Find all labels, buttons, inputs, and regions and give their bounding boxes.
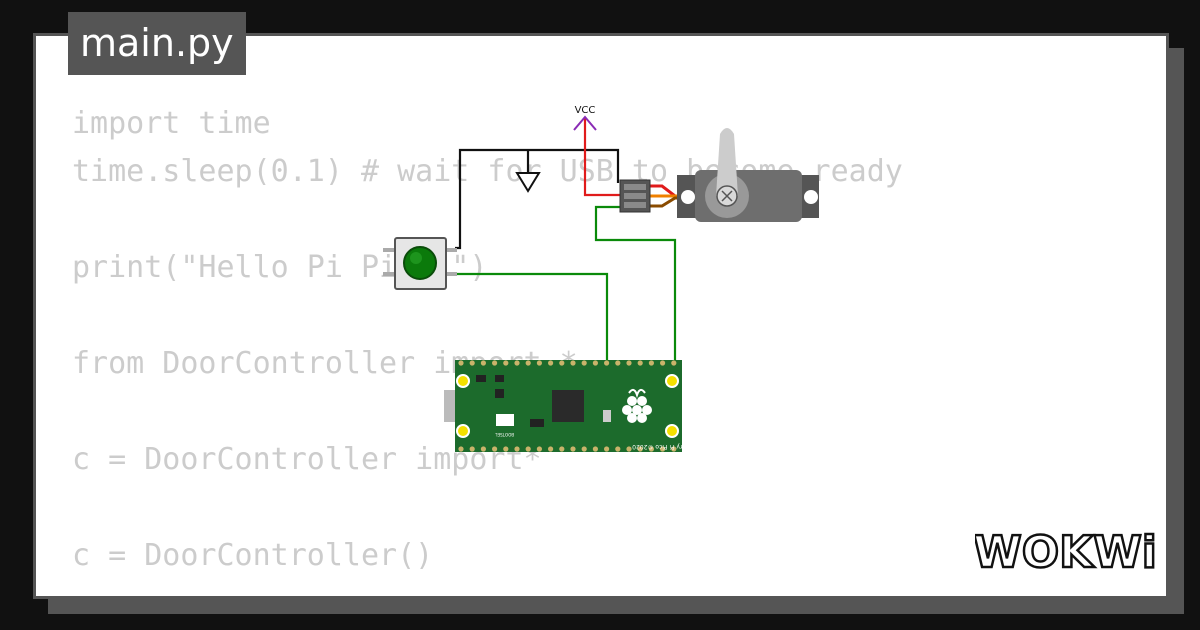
pico-pin[interactable] [458,360,464,366]
code-background: import time time.sleep(0.1) # wait for U… [72,36,1166,596]
pico-pin[interactable] [671,446,677,452]
pico-pin[interactable] [604,446,610,452]
pico-pin[interactable] [536,360,543,366]
code-line: import time [72,106,271,141]
bootsel-label: BOOTSEL [495,432,514,437]
pico-pin[interactable] [626,360,632,366]
button-cap[interactable] [403,246,437,280]
pico-pin[interactable] [660,446,666,452]
pico-board-label: Raspberry Pi Pico ©2020 [632,443,707,450]
vcc-label: VCC [575,105,596,116]
preview-card: import time time.sleep(0.1) # wait for U… [33,33,1169,599]
pico-pin[interactable] [626,446,632,452]
pico-pin[interactable] [503,360,509,366]
servo-signal-wire[interactable] [594,205,677,362]
pico-pin[interactable] [648,446,655,452]
code-line: c = DoorController() [72,538,434,573]
pico-pin[interactable] [660,360,666,366]
servo-connector [619,179,651,213]
filename-tab[interactable]: main.py [68,12,246,75]
pico-pin[interactable] [570,446,576,452]
pico-pin[interactable] [514,360,520,366]
pico-pin[interactable] [592,360,599,366]
pico-pin[interactable] [492,360,498,366]
pico-pin[interactable] [480,446,486,452]
ground-wire[interactable] [455,148,620,250]
ground-symbol[interactable] [515,172,541,193]
vcc-symbol[interactable]: VCC [573,105,597,131]
wokwi-logo-text: WOKWi [975,527,1155,578]
pico-pin[interactable] [492,446,498,452]
pico-pin[interactable] [592,446,599,452]
pico-pin[interactable] [480,360,486,366]
pico-pin[interactable] [615,360,621,366]
usb-port [444,390,458,422]
code-line: time.sleep(0.1) # wait for USB to become… [72,154,903,189]
push-button[interactable] [383,237,457,290]
pico-pin[interactable] [615,446,621,452]
pico-pin[interactable] [671,360,677,366]
pico-pin[interactable] [514,446,520,452]
button-signal-wire[interactable] [455,272,609,362]
bootsel-button[interactable] [496,414,514,426]
wokwi-logo[interactable]: WOKWi [975,525,1155,580]
pico-pin[interactable] [559,446,565,452]
pico-pin[interactable] [581,360,587,366]
pico-pin[interactable] [648,360,655,366]
pico-pin[interactable] [637,446,643,452]
pico-pin[interactable] [503,446,509,452]
servo-motor[interactable] [677,128,819,222]
vcc-wire[interactable] [583,118,620,197]
pico-pin[interactable] [469,360,475,366]
pico-pin[interactable] [525,446,531,452]
rp2040-chip [552,390,584,422]
raspberry-pi-pico[interactable]: Raspberry Pi Pico ©2020 BOOTSEL [444,360,707,452]
pico-pin[interactable] [525,360,531,366]
pico-pin[interactable] [548,446,554,452]
pico-pin[interactable] [581,446,587,452]
pico-pin[interactable] [559,360,565,366]
pico-pin[interactable] [637,360,643,366]
pico-pin[interactable] [469,446,475,452]
pico-pin[interactable] [548,360,554,366]
pico-pin[interactable] [604,360,610,366]
pico-pin[interactable] [536,446,543,452]
raspberry-logo-icon [622,389,652,423]
pico-pin[interactable] [570,360,576,366]
screw-icon [721,190,733,202]
pico-pin[interactable] [458,446,464,452]
servo-horn[interactable] [716,128,738,196]
pin-header-top [456,360,680,366]
pico-pins [458,360,677,452]
